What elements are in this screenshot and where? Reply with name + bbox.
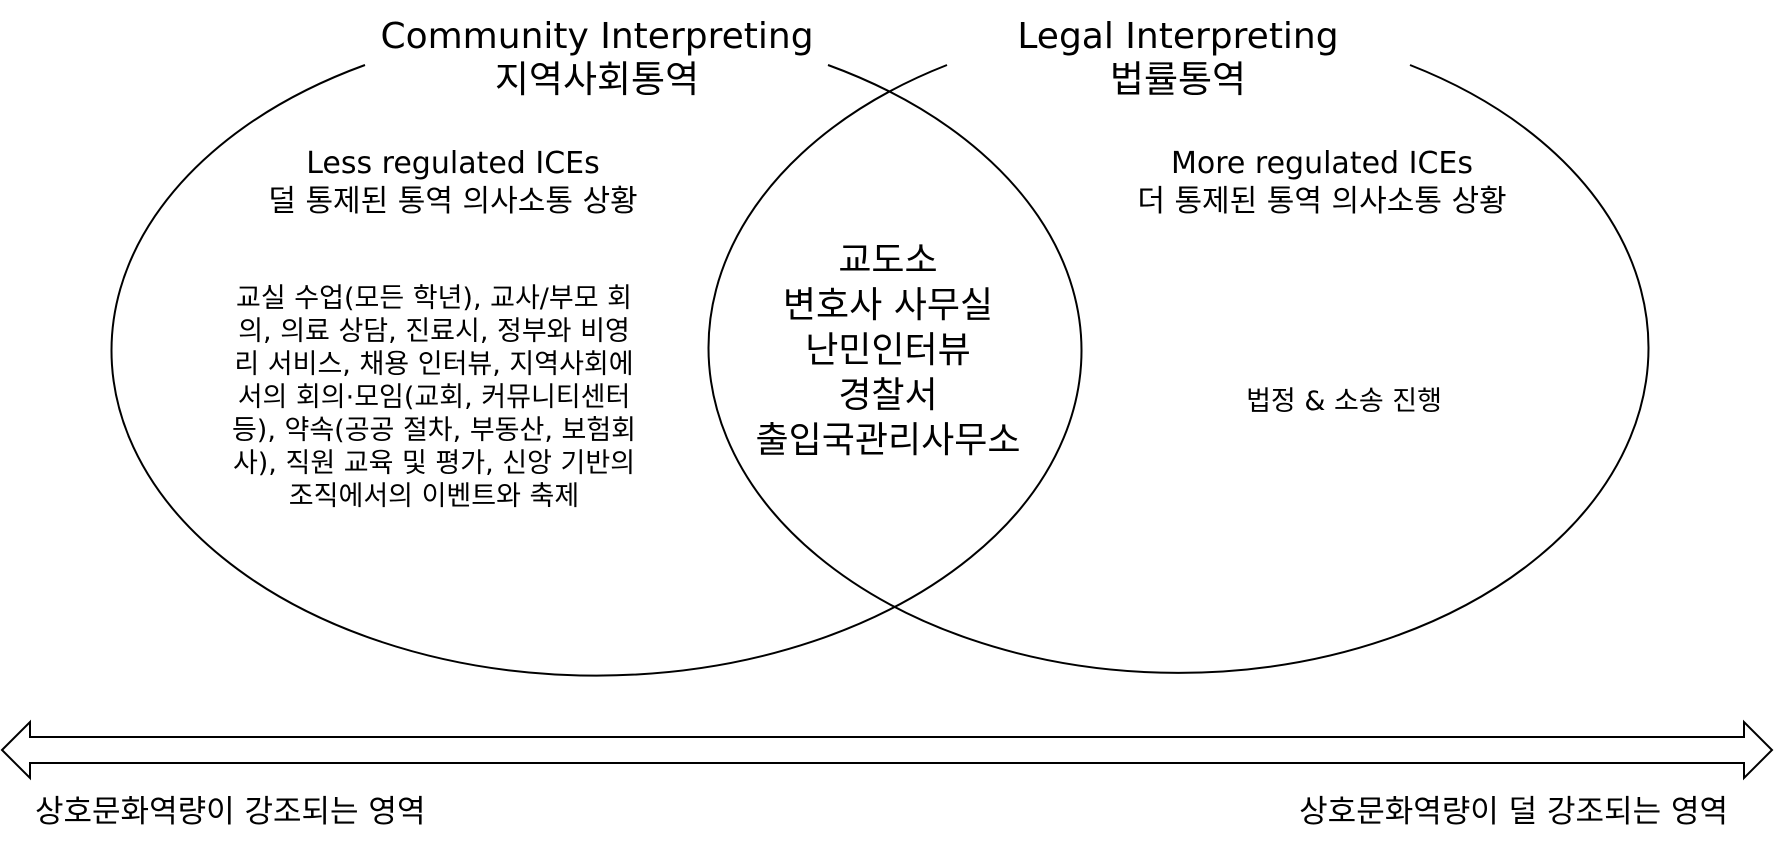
- left-example-line: 의, 의료 상담, 진료시, 정부와 비영: [238, 316, 630, 347]
- right-title-en: Legal Interpreting: [1017, 16, 1338, 57]
- left-example-line: 교실 수업(모든 학년), 교사/부모 회: [236, 283, 632, 314]
- left-example-line: 서의 회의·모임(교회, 커뮤니티센터: [238, 382, 631, 413]
- axis-label-left: 상호문화역량이 강조되는 영역: [35, 794, 425, 830]
- right-title-ko: 법률통역: [1110, 58, 1246, 101]
- overlap-items: 교도소 변호사 사무실 난민인터뷰 경찰서 출입국관리사무소: [756, 240, 1021, 461]
- double-arrow-icon: [0, 719, 1774, 781]
- overlap-item: 변호사 사무실: [783, 285, 993, 326]
- overlap-item: 교도소: [838, 240, 937, 281]
- left-example-line: 리 서비스, 채용 인터뷰, 지역사회에: [234, 349, 633, 380]
- right-subtitle-ko: 더 통제된 통역 의사소통 상황: [1137, 184, 1506, 219]
- left-title-ko: 지역사회통역: [495, 58, 699, 101]
- right-subtitle-en: More regulated ICEs: [1171, 146, 1473, 181]
- right-example: 법정 & 소송 진행: [1246, 386, 1442, 417]
- left-subtitle-ko: 덜 통제된 통역 의사소통 상황: [268, 184, 637, 219]
- community-interpreting-ellipse: [110, 64, 1083, 677]
- left-examples: 교실 수업(모든 학년), 교사/부모 회 의, 의료 상담, 진료시, 정부와…: [232, 283, 636, 512]
- left-example-line: 사), 직원 교육 및 평가, 신앙 기반의: [233, 448, 635, 479]
- overlap-item: 난민인터뷰: [805, 330, 971, 371]
- overlap-item: 출입국관리사무소: [756, 420, 1021, 461]
- left-title-en: Community Interpreting: [380, 16, 813, 57]
- axis-label-right: 상호문화역량이 덜 강조되는 영역: [1299, 794, 1728, 830]
- left-example-line: 등), 약속(공공 절차, 부동산, 보험회: [232, 415, 636, 446]
- overlap-item: 경찰서: [838, 375, 937, 416]
- left-subtitle-en: Less regulated ICEs: [306, 146, 600, 181]
- left-example-line: 조직에서의 이벤트와 축제: [289, 481, 579, 512]
- legal-interpreting-ellipse: [707, 64, 1650, 674]
